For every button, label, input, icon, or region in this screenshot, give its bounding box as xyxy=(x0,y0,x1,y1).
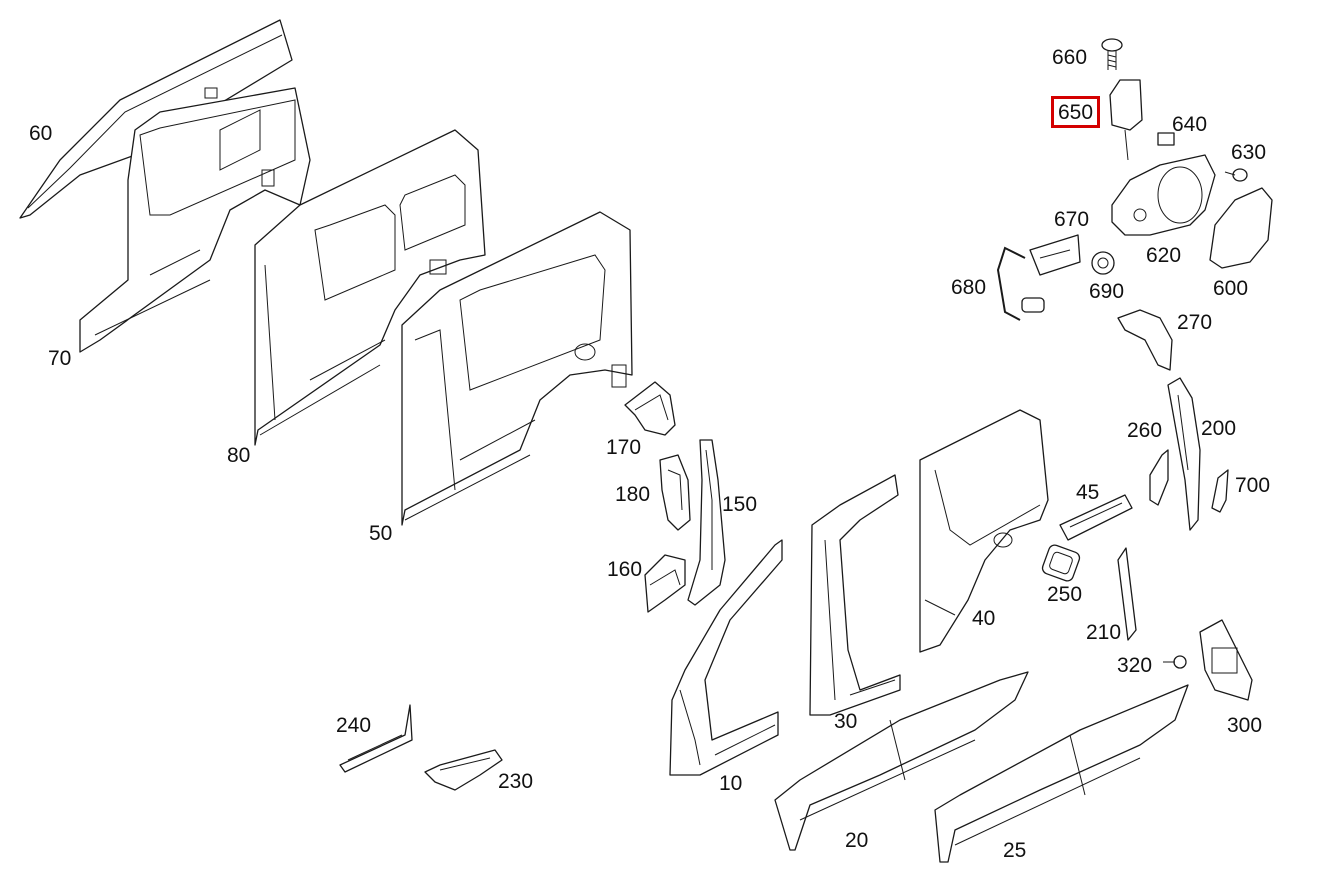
part-160-bracket[interactable] xyxy=(644,554,686,613)
callout-20[interactable]: 20 xyxy=(845,829,869,852)
callout-660[interactable]: 660 xyxy=(1052,46,1088,69)
part-670-handle[interactable] xyxy=(1029,234,1081,276)
part-690-grommet[interactable] xyxy=(1091,251,1115,275)
part-30-center-pillar[interactable] xyxy=(809,474,901,716)
part-20-sill[interactable] xyxy=(774,671,1029,851)
part-300-bracket[interactable] xyxy=(1199,619,1253,701)
callout-50[interactable]: 50 xyxy=(369,522,393,545)
part-45-bracket[interactable] xyxy=(1059,494,1133,541)
callout-210[interactable]: 210 xyxy=(1086,621,1122,644)
part-620-fuel-housing[interactable] xyxy=(1111,154,1216,236)
callout-640[interactable]: 640 xyxy=(1172,113,1208,136)
callout-250[interactable]: 250 xyxy=(1047,583,1083,606)
callout-200[interactable]: 200 xyxy=(1201,417,1237,440)
part-10-front-pillar[interactable] xyxy=(669,539,783,776)
callout-650-highlighted[interactable]: 650 xyxy=(1051,96,1101,128)
part-150-pillar[interactable] xyxy=(687,439,726,606)
callout-670[interactable]: 670 xyxy=(1054,208,1090,231)
part-630-screw[interactable] xyxy=(1224,168,1248,182)
callout-270[interactable]: 270 xyxy=(1177,311,1213,334)
callout-260[interactable]: 260 xyxy=(1127,419,1163,442)
callout-180[interactable]: 180 xyxy=(615,483,651,506)
part-230-bracket[interactable] xyxy=(424,749,503,791)
callout-230[interactable]: 230 xyxy=(498,770,534,793)
part-200-pillar[interactable] xyxy=(1167,377,1201,531)
part-640-clip[interactable] xyxy=(1157,132,1175,146)
callout-240[interactable]: 240 xyxy=(336,714,372,737)
part-260-bracket[interactable] xyxy=(1149,449,1169,506)
callout-30[interactable]: 30 xyxy=(834,710,858,733)
callout-170[interactable]: 170 xyxy=(606,436,642,459)
part-250-frame[interactable] xyxy=(1041,543,1081,582)
callout-10[interactable]: 10 xyxy=(719,772,743,795)
part-70-side-panel[interactable] xyxy=(79,87,311,353)
callout-25[interactable]: 25 xyxy=(1003,839,1027,862)
callout-80[interactable]: 80 xyxy=(227,444,251,467)
callout-630[interactable]: 630 xyxy=(1231,141,1267,164)
callout-600[interactable]: 600 xyxy=(1213,277,1249,300)
callout-320[interactable]: 320 xyxy=(1117,654,1153,677)
callout-700[interactable]: 700 xyxy=(1235,474,1271,497)
callout-680[interactable]: 680 xyxy=(951,276,987,299)
callout-160[interactable]: 160 xyxy=(607,558,643,581)
callout-40[interactable]: 40 xyxy=(972,607,996,630)
part-25-sill[interactable] xyxy=(934,684,1189,863)
part-170-bracket[interactable] xyxy=(624,381,676,436)
part-180-bracket[interactable] xyxy=(659,454,691,531)
part-270-wheelhouse[interactable] xyxy=(1117,309,1173,371)
callout-690[interactable]: 690 xyxy=(1089,280,1125,303)
callout-620[interactable]: 620 xyxy=(1146,244,1182,267)
callout-300[interactable]: 300 xyxy=(1227,714,1263,737)
callout-70[interactable]: 70 xyxy=(48,347,72,370)
part-50-side-panel[interactable] xyxy=(401,211,633,526)
part-660-screw[interactable] xyxy=(1101,38,1123,70)
part-320-bolt[interactable] xyxy=(1163,655,1187,669)
callout-150[interactable]: 150 xyxy=(722,493,758,516)
callout-45[interactable]: 45 xyxy=(1076,481,1100,504)
part-680-cable[interactable] xyxy=(996,246,1045,321)
part-240-bracket[interactable] xyxy=(339,704,413,773)
callout-60[interactable]: 60 xyxy=(29,122,53,145)
part-600-fuel-door[interactable] xyxy=(1209,187,1273,269)
part-700-pad[interactable] xyxy=(1211,469,1229,513)
part-40-rear-quarter[interactable] xyxy=(919,409,1049,653)
part-210-strip[interactable] xyxy=(1117,547,1137,641)
part-80-side-panel[interactable] xyxy=(254,129,486,446)
part-650-actuator[interactable] xyxy=(1109,79,1143,161)
